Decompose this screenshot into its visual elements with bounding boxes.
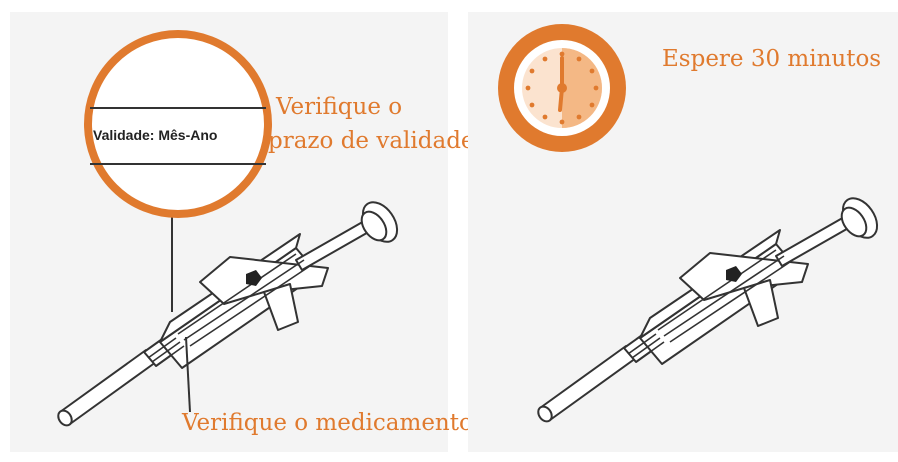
right-illustration <box>498 24 879 423</box>
left-illustration <box>57 30 399 427</box>
syringe-icon <box>57 201 399 427</box>
expiry-stamp: Validade: Mês-Ano <box>93 127 218 143</box>
clock-icon <box>498 24 626 152</box>
check-expiry-label-line2: prazo de validade <box>268 128 475 154</box>
wait-label: Espere 30 minutos <box>662 46 882 72</box>
check-expiry-label-line1: Verifique o <box>276 94 403 120</box>
magnifier-circle-icon <box>84 30 272 218</box>
check-medicine-label: Verifique o medicamento <box>182 410 473 436</box>
check-panel: Validade: Mês-Ano Verifique o prazo de v… <box>10 12 475 452</box>
syringe-icon <box>537 197 879 423</box>
wait-panel: Espere 30 minutos <box>468 12 898 452</box>
